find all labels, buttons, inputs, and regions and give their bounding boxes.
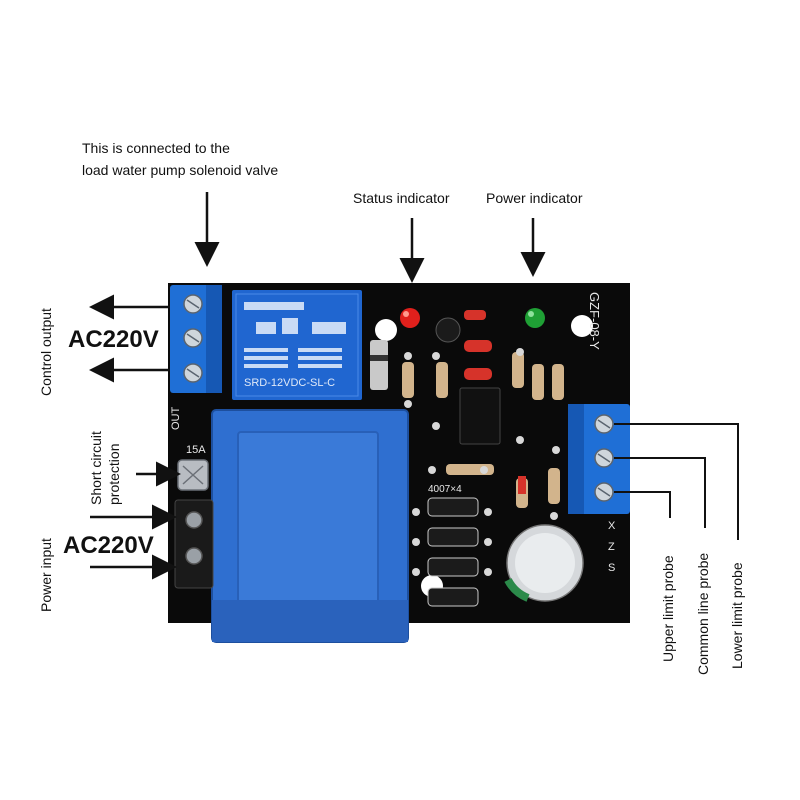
pin-z-label: Z <box>608 541 615 553</box>
common-line-probe-label: Common line probe <box>695 552 711 675</box>
upper-limit-probe-label: Upper limit probe <box>660 555 676 662</box>
short-circuit-label-2: protection <box>106 443 122 505</box>
model-label: GZF-08-Y <box>587 292 602 350</box>
load-label-line2: load water pump solenoid valve <box>82 162 279 178</box>
load-label-line1: This is connected to the <box>82 140 230 156</box>
short-circuit-label-1: Short circuit <box>88 431 104 505</box>
leader-lower <box>614 423 739 540</box>
control-output-label: Control output <box>38 308 54 396</box>
relay <box>232 290 362 400</box>
status-led <box>400 308 420 328</box>
mounting-hole <box>571 315 593 337</box>
power-input-terminal <box>174 499 214 589</box>
power-led <box>525 308 545 328</box>
ac-voltage-bottom: AC220V <box>63 532 154 559</box>
relay-model-text: SRD-12VDC-SL-C <box>244 377 336 389</box>
leader-common <box>614 457 706 528</box>
output-terminal-block <box>170 285 222 393</box>
mounting-hole <box>375 319 397 341</box>
probe-terminal-block <box>568 404 630 514</box>
component-cluster <box>370 310 584 607</box>
pin-x-label: X <box>608 520 616 532</box>
status-indicator-label: Status indicator <box>353 190 450 206</box>
transformer <box>211 409 409 643</box>
pin-s-label: S <box>608 562 616 574</box>
lower-limit-probe-label: Lower limit probe <box>729 562 745 669</box>
fuse-label: 15A <box>186 444 206 456</box>
ac-voltage-top: AC220V <box>68 326 159 353</box>
leader-upper <box>614 491 671 518</box>
fuse <box>177 459 209 491</box>
power-indicator-label: Power indicator <box>486 190 583 206</box>
diode-label: 4007×4 <box>428 484 462 495</box>
power-input-label: Power input <box>38 538 54 612</box>
out-label: OUT <box>170 406 182 430</box>
